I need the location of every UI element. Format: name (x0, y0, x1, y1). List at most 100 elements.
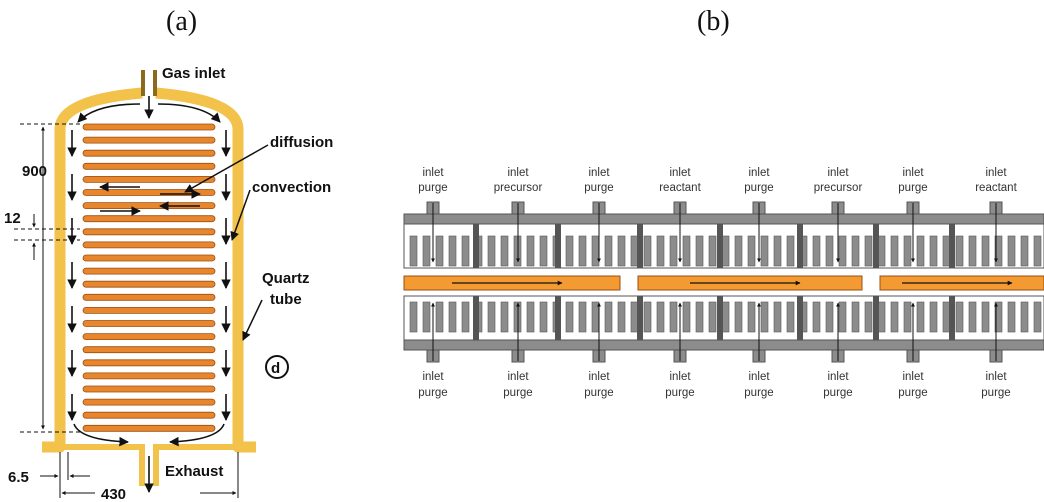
manifold-fin (578, 301, 587, 333)
manifold-fin (695, 235, 704, 267)
manifold-fin (838, 235, 847, 267)
manifold-fin (1020, 235, 1029, 267)
manifold-fin (1033, 235, 1042, 267)
manifold-fin (1007, 301, 1016, 333)
manifold-fin (448, 301, 457, 333)
manifold-fin (825, 235, 834, 267)
bottom-label-line2: purge (665, 387, 694, 399)
top-label-line2: purge (898, 182, 927, 194)
dim-6-5-label: 6.5 (8, 469, 29, 486)
wafer (82, 411, 216, 419)
top-label-line1: inlet (985, 167, 1007, 179)
manifold-fin (617, 301, 626, 333)
manifold-fin (682, 301, 691, 333)
manifold-fin (760, 301, 769, 333)
top-label-line1: inlet (902, 167, 924, 179)
manifold-fin (773, 235, 782, 267)
exhaust-separator (473, 224, 479, 268)
wafer (82, 241, 216, 249)
manifold-fin (539, 235, 548, 267)
bottom-label-line2: purge (898, 387, 927, 399)
bottom-label-line2: purge (418, 387, 447, 399)
top-label-line1: inlet (748, 167, 770, 179)
wafer (82, 149, 216, 157)
manifold-fin (760, 235, 769, 267)
quartz-label-2: tube (270, 291, 302, 308)
flow-arrow-top-left (77, 103, 141, 123)
substrate-strip (403, 275, 1044, 291)
bottom-label-line1: inlet (827, 371, 849, 383)
top-label-line1: inlet (422, 167, 444, 179)
manifold-fin (669, 301, 678, 333)
manifold-fin (604, 301, 613, 333)
manifold-fin (929, 301, 938, 333)
exhaust-separator (797, 296, 803, 340)
wafer (82, 333, 216, 341)
top-label-line2: precursor (494, 182, 543, 194)
manifold-fin (526, 235, 535, 267)
top-label-line2: purge (744, 182, 773, 194)
bottom-label-line1: inlet (588, 371, 610, 383)
wafer (82, 424, 216, 432)
manifold-fin (591, 235, 600, 267)
manifold-fin (539, 301, 548, 333)
manifold-fin (942, 235, 951, 267)
quartz-wall-left (42, 87, 143, 453)
top-label-line2: precursor (814, 182, 863, 194)
d-marker-label: d (271, 360, 280, 377)
furnace-diagram: Gas inlet diffusion convection Quartz tu… (4, 65, 333, 502)
manifold-fin (968, 235, 977, 267)
manifold-fin (838, 301, 847, 333)
quartz-label-1: Quartz (262, 270, 310, 287)
wafer (82, 293, 216, 301)
manifold-fin (955, 301, 964, 333)
exhaust-separator (717, 224, 723, 268)
exhaust-separator (555, 296, 561, 340)
exhaust-separator (873, 224, 879, 268)
manifold-fin (604, 235, 613, 267)
manifold-fin (656, 235, 665, 267)
manifold-fin (721, 235, 730, 267)
spatial-ald-diagram: inlet purge inlet precursor inlet purge inlet r… (403, 167, 1044, 399)
manifold-fin (565, 235, 574, 267)
manifold-fin (435, 235, 444, 267)
manifold-fin (916, 235, 925, 267)
diffusion-label: diffusion (270, 134, 333, 151)
manifold-fin (994, 235, 1003, 267)
manifold-fin (812, 301, 821, 333)
convection-label: convection (252, 179, 331, 196)
wafer (82, 123, 216, 131)
manifold-fin (721, 301, 730, 333)
manifold-fin (487, 301, 496, 333)
bottom-label-line2: purge (823, 387, 852, 399)
bottom-inlet-labels: inlet purge inlet purge inlet purge inlet purge… (418, 371, 1010, 399)
exhaust-separator (637, 224, 643, 268)
manifold-fin (877, 301, 886, 333)
manifold-fin (825, 301, 834, 333)
bottom-label-line1: inlet (669, 371, 691, 383)
manifold-plate (403, 213, 1044, 225)
top-label-line2: reactant (975, 182, 1017, 194)
manifold-fin (500, 301, 509, 333)
panel-b-label: (b) (697, 6, 730, 37)
manifold-fin (643, 235, 652, 267)
bottom-manifold (403, 295, 1044, 363)
manifold-fin (864, 235, 873, 267)
manifold-fin (786, 301, 795, 333)
exhaust-separator (717, 296, 723, 340)
top-label-line2: reactant (659, 182, 701, 194)
bottom-label-line1: inlet (748, 371, 770, 383)
wafer (82, 385, 216, 393)
exhaust-separator (473, 296, 479, 340)
manifold-fin (526, 301, 535, 333)
flow-arrow-bottom-left (73, 423, 129, 447)
top-label-line1: inlet (669, 167, 691, 179)
manifold-fin (968, 301, 977, 333)
manifold-fin (877, 235, 886, 267)
exhaust-separator (873, 296, 879, 340)
bottom-label-line2: purge (584, 387, 613, 399)
manifold-fin (916, 301, 925, 333)
manifold-fin (656, 301, 665, 333)
bottom-label-line1: inlet (422, 371, 444, 383)
